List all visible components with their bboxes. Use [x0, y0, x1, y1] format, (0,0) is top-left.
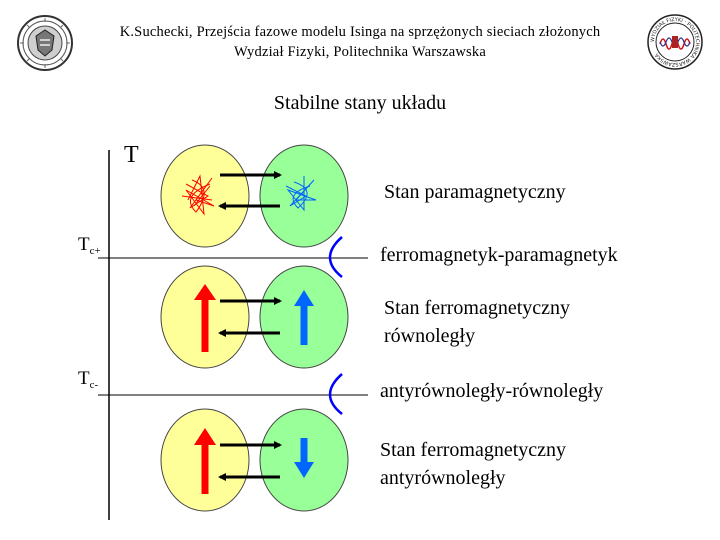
- left-network-para: [160, 144, 250, 248]
- state-ferro-parallel-label: Stan ferromagnetyczny równoległy: [384, 297, 571, 347]
- spin-up-blue-arrow-head: [294, 290, 314, 306]
- header-author-title: K.Suchecki, Przejścia fazowe modelu Isin…: [119, 24, 601, 40]
- tc-plus-label: Tc+: [78, 234, 101, 257]
- disordered-spins-left: [181, 174, 215, 216]
- slide-title: Stabilne stany układu: [273, 92, 447, 114]
- tc-minus-label: Tc-: [78, 368, 99, 391]
- transition-upper-label: ferromagnetyk-paramagnetyk: [380, 244, 618, 266]
- university-seal-logo: [16, 14, 74, 77]
- spin-up-red-arrow-head: [194, 284, 216, 300]
- state-paramagnetic-label: Stan paramagnetyczny: [384, 181, 566, 203]
- transition-bracket-upper: [328, 236, 343, 278]
- state-ferro-antiparallel-label: Stan ferromagnetyczny antyrównoległy: [380, 439, 567, 489]
- disordered-spins-right: [285, 176, 317, 212]
- faculty-logo: WYDZIAŁ FIZYKI · POLITECHNIKA WARSZAWSKA: [646, 12, 704, 77]
- slide-header: K.Suchecki, Przejścia fazowe modelu Isin…: [80, 22, 640, 62]
- transition-lower-label: antyrównoległy-równoległy: [380, 380, 604, 402]
- spin-up-red-arrow-head-2: [194, 428, 216, 445]
- spin-down-blue-arrow-head: [294, 462, 314, 478]
- header-faculty: Wydział Fizyki, Politechnika Warszawska: [234, 44, 486, 60]
- transition-bracket-lower: [328, 373, 343, 415]
- axis-label-t: T: [124, 142, 139, 168]
